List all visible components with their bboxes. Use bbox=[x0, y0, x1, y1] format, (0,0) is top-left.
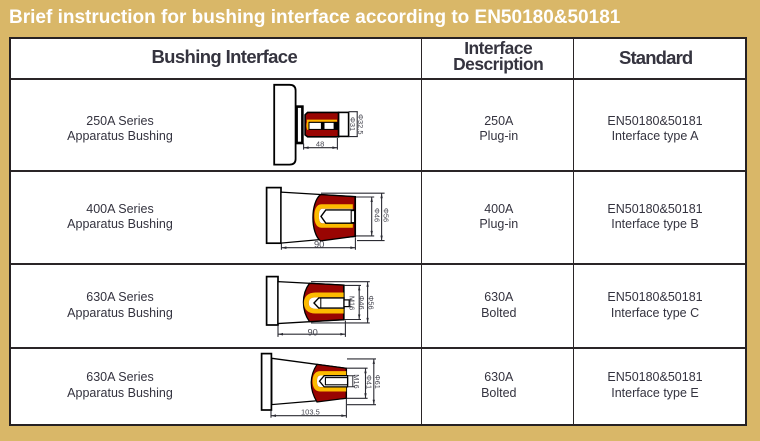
svg-text:Φ56: Φ56 bbox=[382, 208, 391, 222]
svg-text:M16: M16 bbox=[348, 296, 357, 310]
svg-text:48: 48 bbox=[316, 140, 324, 149]
svg-text:103.5: 103.5 bbox=[301, 407, 320, 416]
svg-text:Φ61: Φ61 bbox=[373, 375, 382, 389]
svg-text:Φ46: Φ46 bbox=[357, 295, 366, 309]
svg-text:Φ31: Φ31 bbox=[348, 117, 357, 131]
svg-text:Φ46: Φ46 bbox=[373, 208, 382, 222]
svg-text:Φ41: Φ41 bbox=[365, 375, 374, 389]
svg-text:90: 90 bbox=[308, 327, 318, 337]
svg-text:Φ56: Φ56 bbox=[367, 295, 376, 309]
svg-text:M16: M16 bbox=[352, 374, 361, 388]
svg-text:Φ32.5: Φ32.5 bbox=[356, 114, 365, 134]
svg-text:90: 90 bbox=[314, 239, 324, 249]
